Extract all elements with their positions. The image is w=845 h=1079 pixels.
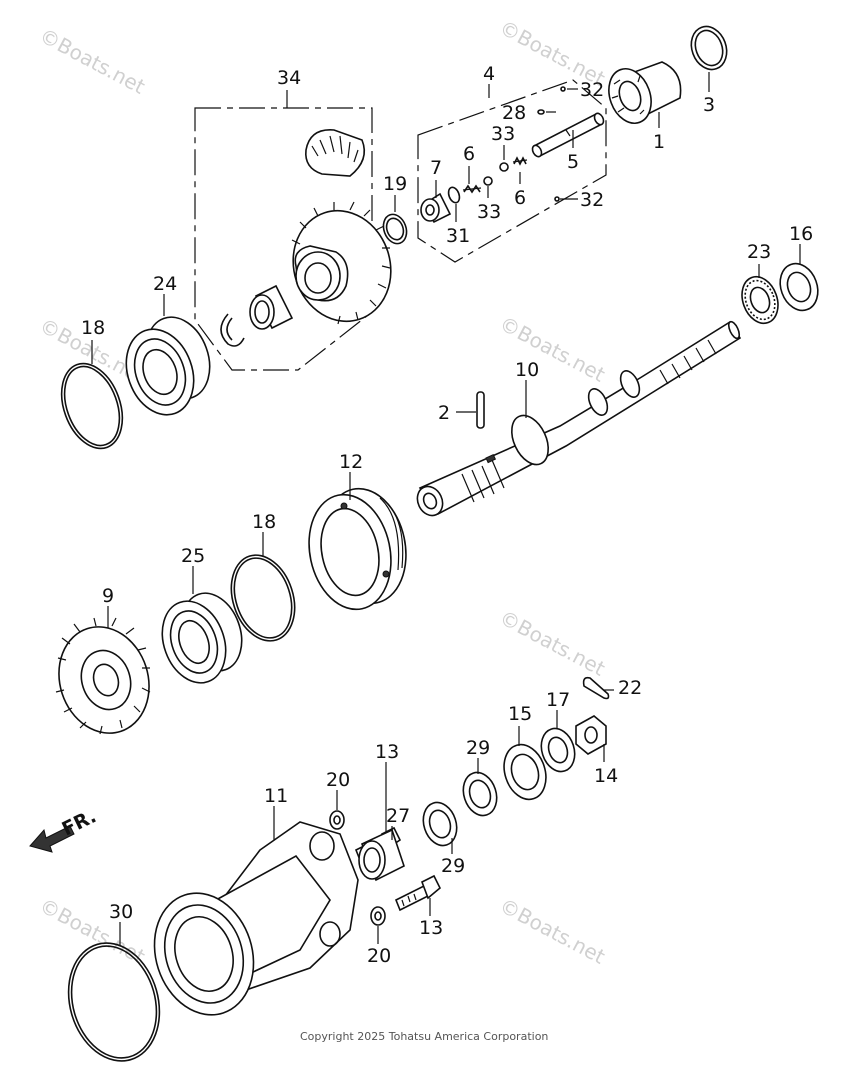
- callout-16[interactable]: 16: [789, 223, 813, 245]
- part-28-pin[interactable]: [537, 109, 545, 115]
- callout-30[interactable]: 30: [109, 901, 133, 923]
- callout-29-upper[interactable]: 29: [466, 737, 490, 759]
- watermark: ©Boats.net: [496, 311, 610, 387]
- part-33-ball-bottom[interactable]: [483, 176, 493, 186]
- front-direction-arrow: FR.: [29, 805, 100, 853]
- callout-22[interactable]: 22: [618, 677, 642, 699]
- part-14-nut[interactable]: [575, 715, 607, 755]
- part-18-o-ring-upper[interactable]: [51, 355, 134, 457]
- part-34-forward-gear[interactable]: [279, 198, 405, 334]
- part-29-seal-upper[interactable]: [458, 768, 502, 820]
- part-5-shaft[interactable]: [531, 112, 606, 158]
- callout-13-lower[interactable]: 13: [419, 917, 443, 939]
- watermark: ©Boats.net: [496, 893, 610, 969]
- callout-6-right[interactable]: 6: [514, 187, 526, 209]
- part-29-seal-lower[interactable]: [418, 798, 462, 850]
- part-34-needle-bearing[interactable]: [249, 284, 294, 330]
- part-9-reverse-gear[interactable]: [45, 615, 162, 745]
- part-31-ring[interactable]: [447, 186, 462, 204]
- callout-3[interactable]: 3: [703, 94, 715, 116]
- part-32-ball-top[interactable]: [560, 86, 566, 92]
- group-frame-34: [194, 107, 373, 371]
- callout-32-top[interactable]: 32: [580, 79, 604, 101]
- part-15-spacer[interactable]: [497, 739, 552, 805]
- part-13-bolt-lower[interactable]: [394, 874, 441, 912]
- part-24-bearing[interactable]: [115, 308, 221, 424]
- callout-33-top[interactable]: 33: [491, 123, 515, 145]
- callout-17[interactable]: 17: [546, 689, 570, 711]
- callout-20-lower[interactable]: 20: [367, 945, 391, 967]
- callout-7[interactable]: 7: [430, 157, 442, 179]
- callout-23[interactable]: 23: [747, 241, 771, 263]
- front-marker-label: FR.: [59, 805, 100, 840]
- part-20-washer-lower[interactable]: [370, 906, 386, 926]
- callout-labels: 34 4 3 32 28 1 33 5 6 7 19 33 6 32 31 24…: [81, 63, 813, 967]
- callout-4[interactable]: 4: [483, 63, 495, 85]
- part-32-ball-bottom[interactable]: [554, 196, 560, 202]
- callout-14[interactable]: 14: [594, 765, 618, 787]
- callout-2[interactable]: 2: [438, 402, 450, 424]
- part-18-o-ring-middle[interactable]: [221, 547, 305, 649]
- part-33-ball-top[interactable]: [499, 162, 509, 172]
- callout-6-left[interactable]: 6: [463, 143, 475, 165]
- callout-32-bottom[interactable]: 32: [580, 189, 604, 211]
- watermark: ©Boats.net: [496, 605, 610, 681]
- callout-9[interactable]: 9: [102, 585, 114, 607]
- callout-1[interactable]: 1: [653, 131, 665, 153]
- callout-20-upper[interactable]: 20: [326, 769, 350, 791]
- leader-lines: [91, 72, 801, 946]
- part-20-washer-upper[interactable]: [329, 810, 345, 830]
- part-23-thrust-bearing[interactable]: [736, 272, 784, 329]
- callout-10[interactable]: 10: [515, 359, 539, 381]
- part-19-shim[interactable]: [380, 211, 411, 247]
- part-34-snap-ring[interactable]: [220, 313, 245, 347]
- callout-34[interactable]: 34: [277, 67, 301, 89]
- part-11-gear-case-cap[interactable]: [139, 821, 359, 1028]
- callout-24[interactable]: 24: [153, 273, 177, 295]
- part-12-bearing-housing[interactable]: [299, 481, 416, 617]
- callout-11[interactable]: 11: [264, 785, 288, 807]
- callout-19[interactable]: 19: [383, 173, 407, 195]
- part-16-washer[interactable]: [774, 258, 824, 315]
- copyright-notice: Copyright 2025 Tohatsu America Corporati…: [300, 1030, 548, 1043]
- callout-5[interactable]: 5: [567, 151, 579, 173]
- part-22-cotter-pin[interactable]: [582, 676, 610, 700]
- part-30-o-ring[interactable]: [55, 932, 173, 1072]
- callout-27[interactable]: 27: [386, 805, 410, 827]
- group-frame-4: [417, 79, 607, 263]
- part-1-clutch[interactable]: [602, 61, 682, 129]
- part-34-pinion-gear[interactable]: [305, 129, 366, 177]
- callout-28[interactable]: 28: [502, 102, 526, 124]
- part-17-washer[interactable]: [536, 724, 580, 776]
- callout-15[interactable]: 15: [508, 703, 532, 725]
- part-2-pin[interactable]: [476, 391, 485, 429]
- part-3-ring[interactable]: [686, 22, 733, 75]
- callout-13-upper[interactable]: 13: [375, 741, 399, 763]
- callout-31[interactable]: 31: [446, 225, 470, 247]
- part-6-spring-left[interactable]: [462, 184, 482, 194]
- callout-18-upper[interactable]: 18: [81, 317, 105, 339]
- callout-12[interactable]: 12: [339, 451, 363, 473]
- callout-33-bottom[interactable]: 33: [477, 201, 501, 223]
- part-6-spring-right[interactable]: [512, 156, 528, 166]
- part-25-bearing[interactable]: [151, 585, 252, 692]
- part-10-propeller-shaft[interactable]: [413, 320, 742, 520]
- callout-18-middle[interactable]: 18: [252, 511, 276, 533]
- callout-25[interactable]: 25: [181, 545, 205, 567]
- part-27-needle-bearing[interactable]: [358, 828, 405, 882]
- watermark: ©Boats.net: [36, 23, 150, 99]
- part-7-plunger[interactable]: [420, 192, 452, 224]
- callout-29-lower[interactable]: 29: [441, 855, 465, 877]
